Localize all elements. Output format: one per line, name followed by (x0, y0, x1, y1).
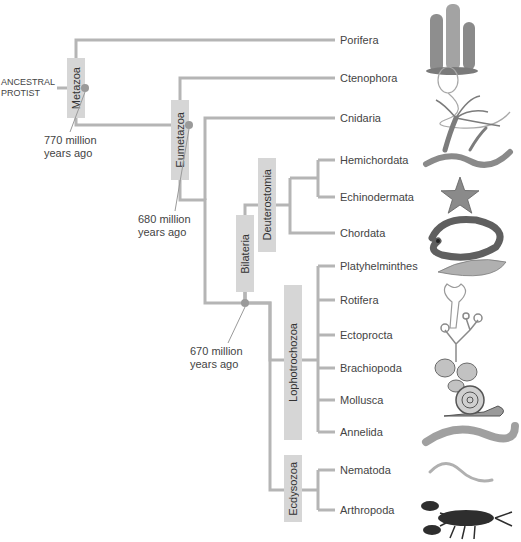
date-label: 680 million years ago (138, 213, 200, 239)
snail-spiral (467, 397, 473, 403)
divergence-dot (185, 121, 193, 129)
clade-box: Lophotrochozoa (284, 285, 302, 440)
snail-shell (456, 386, 484, 414)
sponge-drawing (426, 4, 478, 75)
lamprey-body (432, 219, 500, 257)
sponge-tube (463, 22, 475, 70)
lobster-claw (423, 525, 441, 535)
clade-name: Deuterostomia (261, 169, 274, 241)
acorn-worm-drawing (426, 152, 510, 165)
taxon-label: Platyhelminthes (340, 259, 440, 273)
bryozoan-drawing (441, 313, 482, 362)
tree-branch (180, 78, 335, 100)
clade-box: Ecdysozoa (284, 455, 302, 522)
tree-branch (245, 205, 258, 215)
tree-branches (57, 40, 335, 510)
sponge-tube (430, 14, 443, 72)
tree-branch (76, 40, 335, 58)
hydra-body (445, 118, 456, 150)
callout-line (228, 307, 245, 343)
earthworm-drawing (426, 426, 515, 442)
root-label: ANCESTRAL PROTIST (1, 77, 57, 99)
taxon-label: Hemichordata (340, 153, 440, 167)
divergence-dot (81, 84, 89, 92)
tree-branch (302, 470, 335, 510)
tree-branch (76, 118, 171, 125)
hydra-drawing (436, 96, 500, 150)
clade-name: Eumetazoa (174, 112, 187, 168)
taxon-label: Ctenophora (340, 71, 440, 85)
clade-name: Metazoa (70, 67, 83, 109)
taxon-label: Arthropoda (340, 503, 440, 517)
taxon-label: Chordata (340, 226, 440, 240)
root-branch (57, 87, 67, 90)
flatworm-drawing (438, 260, 506, 276)
bryozoan-zooid (463, 313, 469, 319)
bryozoan-branch (445, 318, 478, 362)
tree-branch (245, 292, 284, 490)
hydra-tentacle (436, 96, 500, 126)
callout-lines (70, 92, 245, 343)
sponge-tube (446, 4, 460, 70)
lamprey-eye (436, 239, 440, 243)
comb-jelly-body (438, 67, 458, 93)
lobster-leg (440, 512, 512, 539)
taxon-label: Nematoda (340, 463, 440, 477)
lobster-claw (421, 501, 439, 511)
clade-name: Bilateria (239, 234, 252, 274)
roundworm-drawing (430, 463, 492, 480)
taxon-label: Porifera (340, 33, 440, 47)
date-label: 770 million years ago (44, 134, 106, 160)
hydra-bud (470, 128, 486, 150)
taxon-label: Annelida (340, 425, 440, 439)
brachiopod-shell (435, 359, 455, 377)
taxon-label: Brachiopoda (340, 361, 440, 375)
bryozoan-zooid (474, 314, 482, 322)
taxon-label: Rotifera (340, 293, 440, 307)
taxon-label: Ectoprocta (340, 328, 440, 342)
clade-box: Deuterostomia (258, 158, 276, 252)
clade-name: Lophotrochozoa (287, 323, 300, 402)
bryozoan-zooid (441, 324, 449, 332)
rotifer-drawing (444, 284, 465, 328)
clade-name: Ecdysozoa (287, 462, 300, 516)
taxon-label: Mollusca (340, 393, 440, 407)
divergence-dot (241, 299, 249, 307)
sea-star-drawing (441, 177, 479, 213)
lobster-drawing (421, 501, 512, 539)
taxon-label: Cnidaria (340, 111, 440, 125)
snail-drawing (444, 386, 504, 416)
clade-box: Eumetazoa (171, 100, 189, 180)
clade-box: Bilateria (236, 215, 254, 292)
brachiopod-shell (457, 363, 477, 381)
clade-box: Metazoa (67, 58, 85, 118)
taxon-label: Echinodermata (340, 190, 440, 204)
snail-spiral (462, 392, 478, 408)
tree-branch (276, 160, 335, 233)
date-label: 670 million years ago (190, 345, 252, 371)
callout-line (70, 92, 85, 132)
lamprey-drawing (432, 219, 500, 257)
divergence-dots (81, 84, 249, 307)
callout-line (175, 129, 189, 211)
tree-branch (302, 266, 335, 432)
